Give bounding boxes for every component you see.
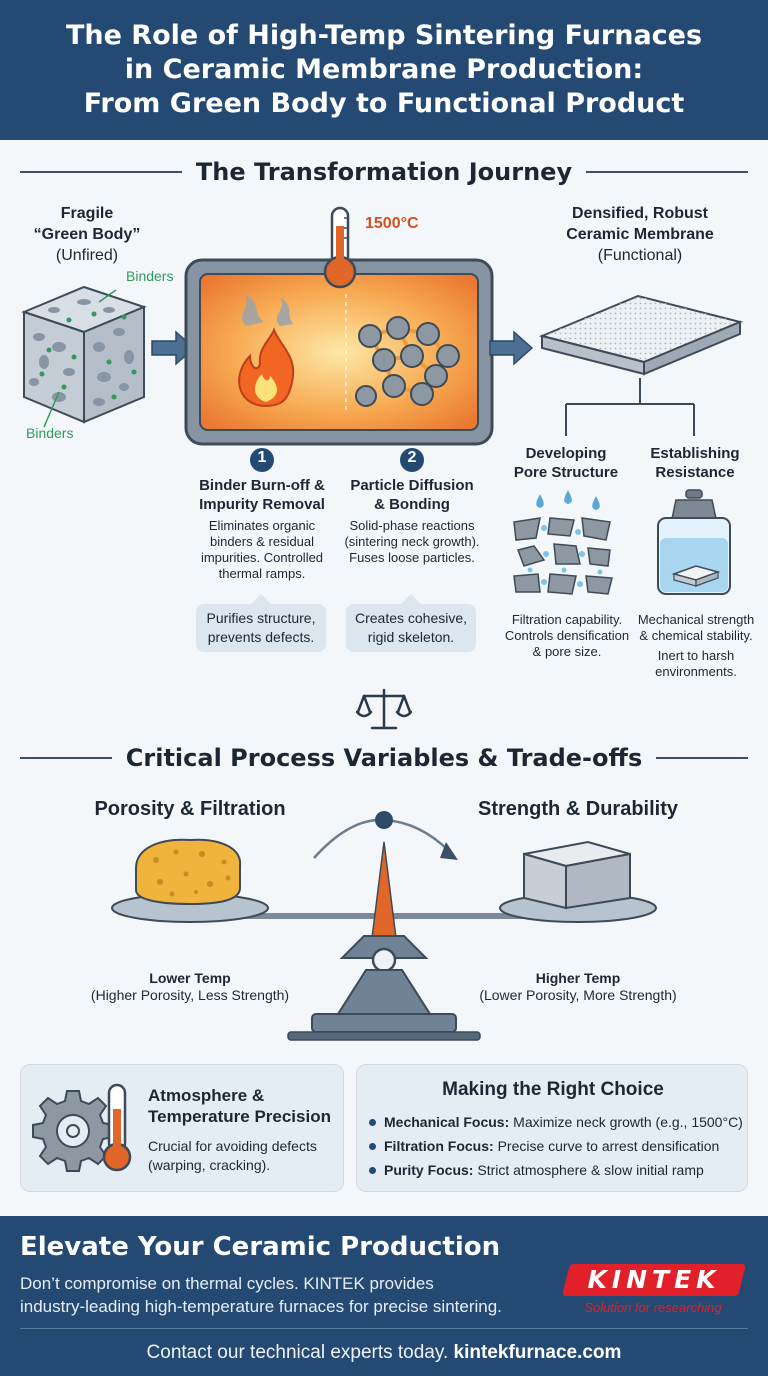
precision-title: Atmosphere & Temperature Precision <box>148 1086 331 1126</box>
divider <box>656 757 749 759</box>
pore-structure-title: Developing Pore Structure <box>513 445 619 481</box>
sintering-furnace-icon <box>184 258 494 446</box>
list-item: Filtration Focus: Precise curve to arres… <box>369 1137 745 1155</box>
header-banner: The Role of High-Temp Sintering Furnaces… <box>0 0 768 140</box>
footer-banner: Elevate Your Ceramic Production Don’t co… <box>0 1216 768 1376</box>
chemical-beaker-icon <box>657 489 731 595</box>
divider <box>20 757 112 759</box>
step-2-callout: Creates cohesive, rigid skeleton. <box>346 594 476 652</box>
arrow-right-icon <box>489 330 534 366</box>
step-2-description: Solid-phase reactions (sintering neck gr… <box>344 518 480 565</box>
logo-wordmark: KINTEK <box>587 1265 721 1294</box>
divider <box>586 171 749 173</box>
binders-label-top: Binders <box>126 268 174 284</box>
step-2-connector <box>400 448 424 472</box>
step-1-number: 1 <box>257 449 267 466</box>
step-1-title: Binder Burn-off & Impurity Removal <box>199 477 325 513</box>
right-choice-title: Making the Right Choice <box>442 1079 664 1100</box>
footer-divider <box>20 1328 748 1329</box>
porosity-title: Porosity & Filtration <box>94 798 286 820</box>
page-title: The Role of High-Temp Sintering Furnaces… <box>65 20 703 119</box>
strength-title: Strength & Durability <box>477 798 678 820</box>
precision-card: Atmosphere & Temperature Precision Cruci… <box>20 1064 344 1192</box>
contact-line: Contact our technical experts today. kin… <box>146 1342 622 1363</box>
website-link[interactable]: kintekfurnace.com <box>453 1342 622 1363</box>
kintek-logo: KINTEK Solution for researching <box>556 1260 750 1324</box>
step-1-callout: Purifies structure, prevents defects. <box>196 594 326 652</box>
ceramic-membrane-icon <box>538 294 744 376</box>
green-body-label: Fragile “Green Body” (Unfired) <box>33 205 141 264</box>
pore-structure-icon <box>513 490 613 595</box>
logo-tagline: Solution for researching <box>584 1300 722 1315</box>
footer-description: Don’t compromise on thermal cycles. KINT… <box>20 1274 502 1316</box>
branch-connector <box>565 378 695 436</box>
step-2-title: Particle Diffusion & Bonding <box>350 477 474 513</box>
thermometer-icon <box>323 206 357 289</box>
list-item: Mechanical Focus: Maximize neck growth (… <box>369 1113 745 1131</box>
green-body-cube-icon <box>21 285 147 428</box>
lower-temp-caption: Lower Temp (Higher Porosity, Less Streng… <box>90 970 290 1003</box>
bullet-icon <box>369 1143 376 1150</box>
step-1-description: Eliminates organic binders & residual im… <box>200 518 324 581</box>
footer-title: Elevate Your Ceramic Production <box>20 1232 501 1262</box>
furnace-temperature: 1500°C <box>365 215 419 232</box>
balance-scale-icon <box>356 688 412 730</box>
divider <box>20 171 182 173</box>
list-item: Purity Focus: Strict atmosphere & slow i… <box>369 1161 745 1179</box>
step-1-connector <box>250 448 274 472</box>
bullet-icon <box>369 1119 376 1126</box>
binders-label-bottom: Binders <box>26 425 74 441</box>
pore-structure-description: Filtration capability. Controls densific… <box>504 612 630 659</box>
step-2-number: 2 <box>407 449 417 466</box>
membrane-label: Densified, Robust Ceramic Membrane (Func… <box>566 205 714 264</box>
tradeoffs-heading: Critical Process Variables & Trade-offs <box>20 744 749 772</box>
precision-description: Crucial for avoiding defects (warping, c… <box>148 1138 317 1173</box>
resistance-description: Mechanical strength & chemical stability… <box>637 612 755 679</box>
gear-thermometer-icon <box>32 1083 132 1172</box>
journey-heading: The Transformation Journey <box>20 158 749 186</box>
right-choice-card: Making the Right Choice Mechanical Focus… <box>356 1064 748 1192</box>
choice-list: Mechanical Focus: Maximize neck growth (… <box>369 1113 745 1185</box>
higher-temp-caption: Higher Temp (Lower Porosity, More Streng… <box>479 970 677 1003</box>
bullet-icon <box>369 1167 376 1174</box>
resistance-title: Establishing Resistance <box>650 445 740 481</box>
tradeoff-balance-icon <box>111 811 657 1041</box>
